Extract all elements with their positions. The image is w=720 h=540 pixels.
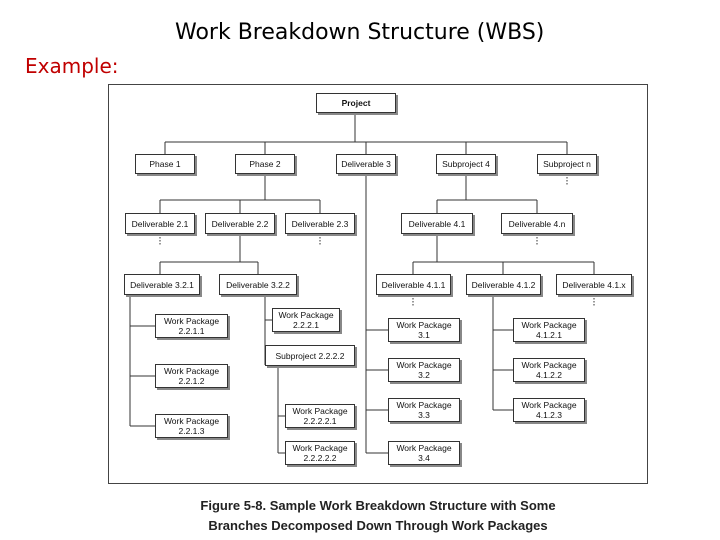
wbs-work-package-2-2-1-3: Work Package 2.2.1.3: [155, 414, 228, 438]
wbs-work-package-3-4: Work Package 3.4: [388, 441, 460, 465]
wbs-work-package-2-2-2-1: Work Package 2.2.2.1: [272, 308, 340, 332]
wbs-node-deliverable-4-1-2: Deliverable 4.1.2: [466, 274, 541, 295]
wbs-node-root: Project: [316, 93, 396, 113]
wbs-node-deliverable-4-n: Deliverable 4.n: [501, 213, 573, 234]
wbs-work-package-2-2-2-2-2: Work Package 2.2.2.2.2: [285, 441, 355, 465]
wbs-node-deliverable-4-1: Deliverable 4.1: [401, 213, 473, 234]
figure-caption-line-2: Branches Decomposed Down Through Work Pa…: [208, 518, 548, 533]
example-label: Example:: [25, 54, 119, 78]
wbs-work-package-4-1-2-3: Work Package 4.1.2.3: [513, 398, 585, 422]
wbs-node-deliverable-3-2-1: Deliverable 3.2.1: [124, 274, 200, 295]
figure-caption-line-1: Figure 5-8. Sample Work Breakdown Struct…: [200, 498, 556, 513]
slide-title: Work Breakdown Structure (WBS): [175, 20, 545, 45]
wbs-work-package-3-1: Work Package 3.1: [388, 318, 460, 342]
wbs-work-package-2-2-2-2-1: Work Package 2.2.2.2.1: [285, 404, 355, 428]
wbs-node-deliverable-3-2-2: Deliverable 3.2.2: [219, 274, 297, 295]
wbs-node-subproject-2-2-2-2: Subproject 2.2.2.2: [265, 345, 355, 366]
wbs-work-package-3-2: Work Package 3.2: [388, 358, 460, 382]
wbs-node-deliverable-2-2: Deliverable 2.2: [205, 213, 275, 234]
wbs-node-subproject-4: Subproject 4: [436, 154, 496, 174]
wbs-work-package-4-1-2-1: Work Package 4.1.2.1: [513, 318, 585, 342]
wbs-work-package-2-2-1-1: Work Package 2.2.1.1: [155, 314, 228, 338]
wbs-node-subproject-n: Subproject n: [537, 154, 597, 174]
wbs-node-phase-2: Phase 2: [235, 154, 295, 174]
wbs-node-phase-1: Phase 1: [135, 154, 195, 174]
wbs-node-deliverable-2-3: Deliverable 2.3: [285, 213, 355, 234]
wbs-node-deliverable-3: Deliverable 3: [336, 154, 396, 174]
wbs-work-package-4-1-2-2: Work Package 4.1.2.2: [513, 358, 585, 382]
wbs-node-deliverable-4-1-1: Deliverable 4.1.1: [376, 274, 451, 295]
wbs-node-deliverable-2-1: Deliverable 2.1: [125, 213, 195, 234]
wbs-node-deliverable-4-1-x: Deliverable 4.1.x: [556, 274, 632, 295]
wbs-work-package-3-3: Work Package 3.3: [388, 398, 460, 422]
wbs-figure-frame: [108, 84, 648, 484]
wbs-work-package-2-2-1-2: Work Package 2.2.1.2: [155, 364, 228, 388]
